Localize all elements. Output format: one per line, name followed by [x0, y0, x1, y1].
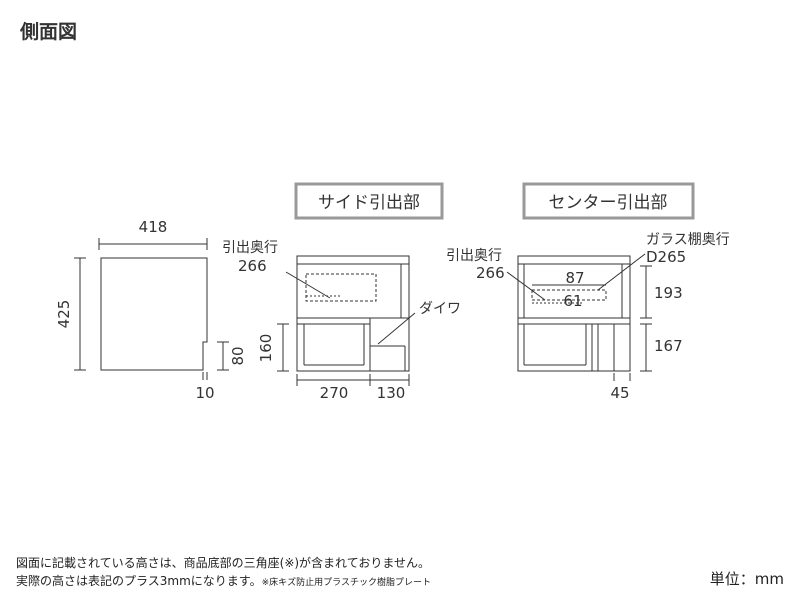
glass-shelf-depth-label: ガラス棚奥行 — [646, 231, 730, 248]
center-drawer-view — [506, 253, 652, 381]
dim-45: 45 — [610, 384, 629, 402]
note-line-1: 図面に記載されている高さは、商品底部の三角座(※)が含まれておりません。 — [16, 556, 430, 570]
dim-130: 130 — [377, 384, 406, 402]
side-drawer-depth-label: 引出奥行 — [222, 239, 278, 256]
dim-193: 193 — [654, 284, 683, 302]
dim-167: 167 — [654, 337, 683, 355]
dim-418: 418 — [139, 218, 168, 236]
center-drawer-depth-label: 引出奥行 — [446, 247, 502, 264]
note-line-2: 実際の高さは表記のプラス3mmになります。※床キズ防止用プラスチック樹脂プレート — [16, 572, 431, 589]
side-drawer-view — [277, 255, 416, 386]
side-drawer-depth-value: 266 — [238, 257, 267, 275]
overall-side-view — [74, 238, 229, 380]
page-title: 側面図 — [20, 21, 78, 43]
center-drawer-label-box — [522, 182, 695, 220]
dim-80: 80 — [229, 346, 247, 365]
dim-61: 61 — [563, 292, 582, 310]
dim-160: 160 — [257, 334, 275, 363]
dim-270: 270 — [320, 384, 349, 402]
note-line-2-small: ※床キズ防止用プラスチック樹脂プレート — [261, 578, 431, 588]
dim-10: 10 — [195, 384, 214, 402]
dowel-label: ダイワ — [419, 301, 461, 317]
center-drawer-label: センター引出部 — [549, 193, 668, 213]
dim-87: 87 — [565, 269, 584, 287]
unit-label: 単位：mm — [709, 570, 784, 588]
note-line-2-main: 実際の高さは表記のプラス3mmになります。 — [16, 574, 262, 588]
glass-shelf-depth-value: D265 — [646, 248, 686, 266]
side-drawer-label: サイド引出部 — [318, 193, 420, 213]
dim-425: 425 — [55, 300, 73, 329]
side-drawer-label-box — [294, 182, 444, 220]
center-drawer-depth-value: 266 — [476, 264, 505, 282]
